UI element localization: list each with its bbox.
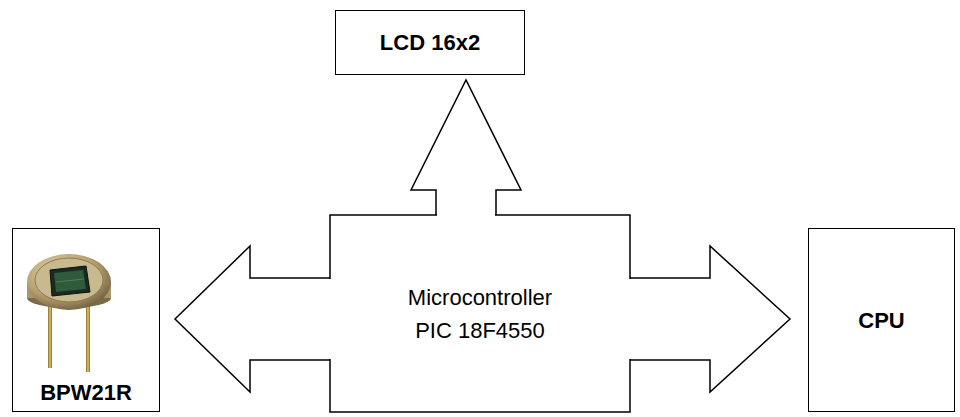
seam-cover: [629, 279, 632, 359]
microcontroller-outline: [330, 215, 630, 412]
photodiode-illustration: [20, 236, 120, 376]
sensor-box: BPW21R: [12, 228, 160, 412]
cpu-box: CPU: [808, 228, 955, 412]
block-arrow: [411, 80, 521, 215]
microcontroller-block: Microcontroller PIC 18F4550: [330, 215, 630, 412]
seam-cover: [329, 279, 332, 359]
block-arrow: [175, 246, 330, 392]
node-label: BPW21R: [40, 376, 132, 409]
block-arrow: [630, 246, 790, 392]
node-label: LCD 16x2: [380, 26, 480, 59]
display-box: LCD 16x2: [335, 10, 525, 75]
node-label: Microcontroller PIC 18F4550: [390, 281, 570, 347]
seam-cover: [437, 214, 495, 217]
node-label: CPU: [858, 304, 904, 337]
